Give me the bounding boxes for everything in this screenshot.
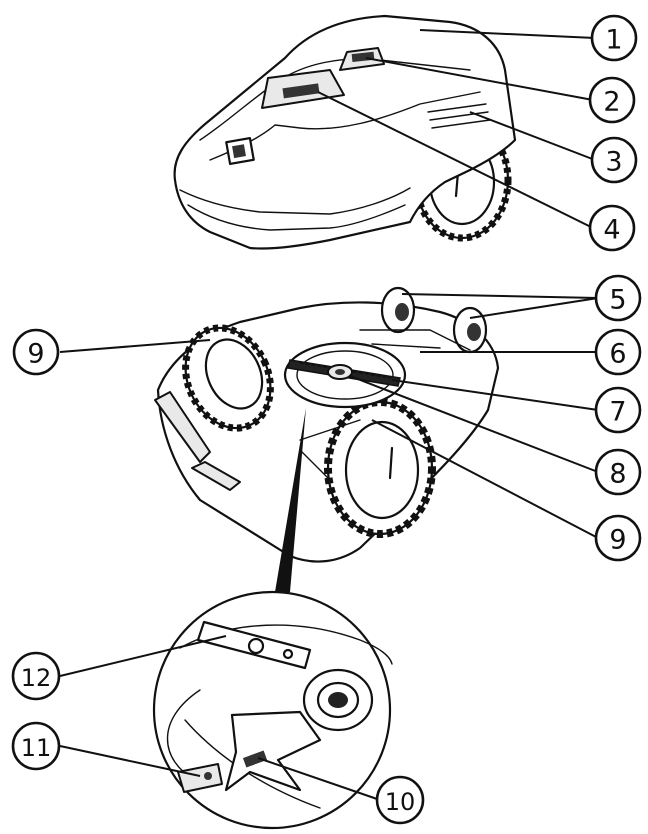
leader-12 xyxy=(59,635,227,677)
callout-4: 4 xyxy=(588,204,636,252)
zoom-connector xyxy=(275,408,306,592)
callout-7: 7 xyxy=(594,386,642,434)
leader-7 xyxy=(391,379,599,411)
leader-3 xyxy=(469,111,596,161)
svg-text:2: 2 xyxy=(603,87,620,118)
callout-10: 10 xyxy=(375,775,425,825)
leader-lines xyxy=(59,29,599,801)
svg-text:3: 3 xyxy=(605,147,622,178)
leader-4 xyxy=(317,91,594,229)
callout-5: 5 xyxy=(594,274,642,322)
svg-text:8: 8 xyxy=(609,459,626,490)
leader-2 xyxy=(365,57,594,101)
svg-text:1: 1 xyxy=(605,25,622,56)
svg-text:11: 11 xyxy=(21,734,52,762)
svg-text:6: 6 xyxy=(609,339,626,370)
callout-11: 11 xyxy=(11,721,61,771)
callout-3: 3 xyxy=(590,136,638,184)
callout-12: 12 xyxy=(11,651,61,701)
svg-text:4: 4 xyxy=(603,215,620,246)
callout-6: 6 xyxy=(594,328,642,376)
leader-1 xyxy=(419,29,596,39)
callout-8: 8 xyxy=(594,448,642,496)
callout-9-right: 9 xyxy=(594,514,642,562)
leader-9a xyxy=(59,339,211,353)
mower-underside-view xyxy=(154,286,500,563)
svg-text:12: 12 xyxy=(21,664,52,692)
leader-11 xyxy=(59,745,201,777)
castor-wheels xyxy=(380,286,488,354)
leader-5a xyxy=(401,293,599,299)
leader-5b xyxy=(469,297,599,319)
leader-9b xyxy=(371,419,599,539)
svg-text:9: 9 xyxy=(27,339,44,370)
svg-text:9: 9 xyxy=(609,525,626,556)
mower-top-view xyxy=(173,14,517,250)
callout-9-left: 9 xyxy=(12,328,60,376)
leader-10 xyxy=(257,757,381,801)
leader-8 xyxy=(349,375,599,473)
handle-vents xyxy=(427,103,491,129)
underside-left-wheel xyxy=(182,324,274,432)
blade-detail-view xyxy=(152,590,393,830)
callout-2: 2 xyxy=(588,76,636,124)
svg-text:7: 7 xyxy=(609,397,626,428)
svg-text:10: 10 xyxy=(385,788,416,816)
underside-right-wheel xyxy=(324,398,436,538)
svg-text:5: 5 xyxy=(609,285,626,316)
callout-1: 1 xyxy=(590,14,638,62)
